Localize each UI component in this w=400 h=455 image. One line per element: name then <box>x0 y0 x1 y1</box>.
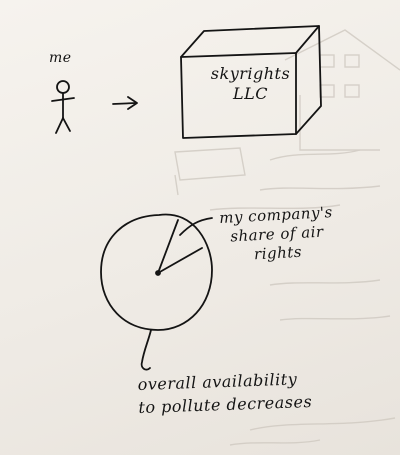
label-company-name: skyrights LLC <box>198 64 303 104</box>
label-overall-caption: overall availability to pollute decrease… <box>137 367 312 419</box>
pie-slice-edge-1 <box>157 219 179 274</box>
caption-pointer-squiggle <box>140 329 152 371</box>
company-box <box>180 25 322 139</box>
air-rights-pie <box>100 213 213 331</box>
share-pointer-line <box>179 217 213 236</box>
label-company-share: my company's share of air rights <box>211 203 344 267</box>
label-company-line2: LLC <box>233 84 268 103</box>
label-company-line1: skyrights <box>210 64 291 83</box>
pie-slice-edge-2 <box>157 247 203 274</box>
arrow-to-company <box>112 96 138 110</box>
label-me: me <box>49 50 72 66</box>
stick-figure-me <box>51 80 75 134</box>
